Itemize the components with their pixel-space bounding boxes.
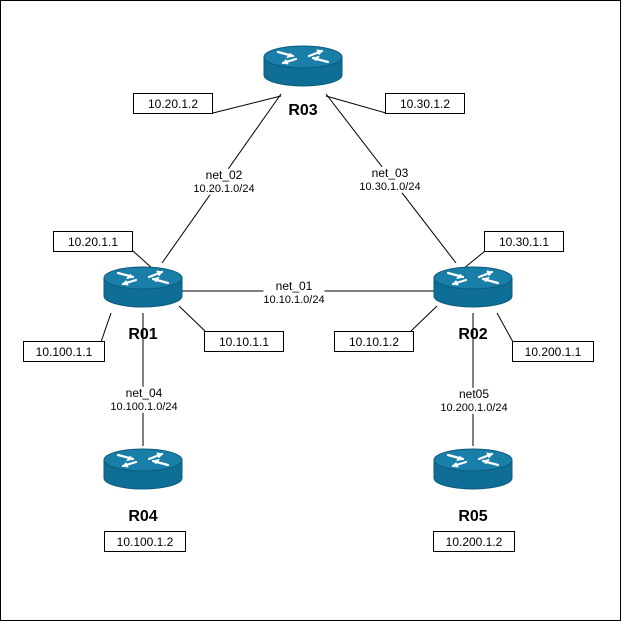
router-r05-label: R05	[458, 508, 488, 525]
net-03-label: net_03 10.30.1.0/24	[359, 165, 421, 194]
leader-r02-net05	[496, 312, 514, 343]
net05-subnet: 10.200.1.0/24	[440, 401, 508, 414]
net-03-subnet: 10.30.1.0/24	[359, 180, 421, 193]
leader-r03-net03	[325, 95, 387, 114]
net-01-label: net_01 10.10.1.0/24	[263, 278, 325, 307]
leader-r01-net01	[178, 305, 206, 332]
leader-r01-net04	[100, 312, 112, 343]
leader-r03-net02	[212, 95, 282, 114]
leader-r01-net02	[132, 250, 154, 270]
ip-box-r05-net05: 10.200.1.2	[433, 531, 515, 552]
router-r02-icon	[432, 265, 514, 309]
ip-box-r02-net05: 10.200.1.1	[512, 341, 594, 362]
router-r03-icon	[262, 44, 344, 88]
net05-label: net05 10.200.1.0/24	[440, 386, 508, 415]
ip-box-r01-net01: 10.10.1.1	[204, 331, 284, 352]
ip-box-r01-net04: 10.100.1.1	[23, 341, 105, 362]
leader-r02-net03	[462, 250, 486, 270]
net05-name: net05	[458, 386, 490, 401]
ip-box-r02-net01: 10.10.1.2	[334, 331, 414, 352]
net-02-name: net_02	[205, 167, 243, 182]
net-04-subnet: 10.100.1.0/24	[110, 400, 178, 413]
router-r02-label: R02	[458, 326, 488, 343]
router-r04-icon	[102, 447, 184, 491]
net-01-name: net_01	[275, 278, 313, 293]
router-r01-icon	[102, 265, 184, 309]
net-02-label: net_02 10.20.1.0/24	[193, 167, 255, 196]
net-01-subnet: 10.10.1.0/24	[263, 293, 325, 306]
leader-r02-net01	[410, 305, 438, 332]
net-03-name: net_03	[371, 165, 409, 180]
ip-box-r03-net03: 10.30.1.2	[385, 93, 465, 114]
ip-box-r03-net02: 10.20.1.2	[133, 93, 213, 114]
router-r04-label: R04	[128, 508, 158, 525]
router-r03-label: R03	[288, 102, 318, 119]
ip-box-r02-net03: 10.30.1.1	[484, 231, 564, 252]
ip-box-r01-net02: 10.20.1.1	[53, 231, 133, 252]
net-04-name: net_04	[125, 385, 163, 400]
ip-box-r04-net04: 10.100.1.2	[104, 531, 186, 552]
net-02-subnet: 10.20.1.0/24	[193, 182, 255, 195]
router-r05-icon	[432, 447, 514, 491]
net-04-label: net_04 10.100.1.0/24	[110, 385, 178, 414]
router-r01-label: R01	[128, 326, 158, 343]
